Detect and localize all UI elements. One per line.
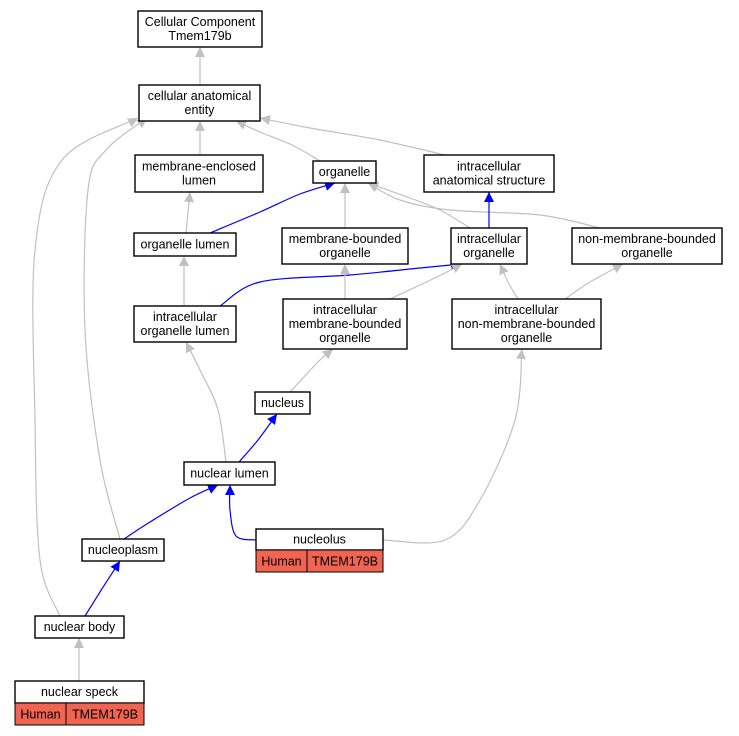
node-box xyxy=(134,154,264,193)
node-label-line: organelle xyxy=(319,246,370,260)
annotation-gene: TMEM179B xyxy=(312,555,378,569)
node-box xyxy=(133,232,237,257)
node-label-line: nuclear lumen xyxy=(190,467,269,481)
node-box xyxy=(34,615,125,639)
node-nb[interactable]: nuclear body xyxy=(34,615,125,639)
node-box xyxy=(137,10,263,48)
edge-is-a-org-to-cae xyxy=(235,120,321,162)
node-label-line: nuclear speck xyxy=(41,685,119,699)
edge-part-of-nucleolus-to-nl xyxy=(224,484,257,541)
annotation-organism: Human xyxy=(261,555,301,569)
node-label-line: non-membrane-bounded xyxy=(458,317,596,331)
node-label-line: organelle xyxy=(463,246,514,260)
annotation-organism: Human xyxy=(20,708,60,722)
edge-part-of-orgl-to-org xyxy=(209,181,336,234)
node-box xyxy=(312,160,377,184)
node-label-line: intracellular xyxy=(457,160,521,174)
node-label-line: membrane-bounded xyxy=(289,317,402,331)
node-label-line: anatomical structure xyxy=(433,174,546,188)
node-org[interactable]: organelle xyxy=(312,160,377,184)
node-box xyxy=(133,305,237,343)
node-inmbo[interactable]: intracellularnon-membrane-boundedorganel… xyxy=(451,298,602,350)
edge-is-a-ias-to-cae xyxy=(259,115,446,156)
node-box xyxy=(423,154,555,193)
node-box xyxy=(183,461,276,486)
edge-is-a-nl-to-iol xyxy=(185,341,227,463)
node-np[interactable]: nucleoplasm xyxy=(81,538,165,562)
edge-is-a-orgl-to-mel xyxy=(184,191,195,234)
edge-part-of-nl-to-nuc xyxy=(238,413,278,463)
annotation-cell xyxy=(65,702,145,726)
node-box xyxy=(282,298,408,350)
node-label-line: membrane-enclosed xyxy=(142,160,256,174)
node-label-line: organelle xyxy=(319,165,370,179)
edge-is-a-inmbo-to-nmbo xyxy=(564,263,624,300)
node-box xyxy=(81,538,165,562)
node-box xyxy=(451,298,602,350)
edge-is-a-imbo-to-io xyxy=(389,263,463,300)
node-label-line: cellular anatomical xyxy=(148,89,252,103)
node-label-line: nucleolus xyxy=(293,533,346,547)
node-label-line: Cellular Component xyxy=(145,15,256,29)
node-label-line: organelle xyxy=(501,331,552,345)
node-label-line: intracellular xyxy=(313,303,377,317)
node-label-line: nucleus xyxy=(261,396,304,410)
node-label-line: Tmem179b xyxy=(168,29,231,43)
edge-part-of-iol-to-io xyxy=(219,260,462,307)
node-label-line: organelle lumen xyxy=(141,238,230,252)
edge-is-a-nucleolus-to-inmbo xyxy=(382,348,526,544)
node-label-line: intracellular xyxy=(457,232,521,246)
edge-part-of-nb-to-np xyxy=(84,560,121,617)
node-box xyxy=(450,227,528,265)
node-label-line: nuclear body xyxy=(44,620,116,634)
node-label-line: nucleoplasm xyxy=(88,543,158,557)
node-label-line: membrane-bounded xyxy=(289,232,402,246)
node-box xyxy=(254,391,311,415)
annotation-gene: TMEM179B xyxy=(72,708,138,722)
node-label-line: lumen xyxy=(182,174,216,188)
edge-part-of-np-to-nl xyxy=(123,484,219,540)
node-label-line: entity xyxy=(185,103,216,117)
node-label-line: intracellular xyxy=(495,303,559,317)
edge-is-a-nuc-to-imbo xyxy=(289,348,334,393)
node-label-line: organelle xyxy=(621,246,672,260)
annotation-cell xyxy=(306,549,384,573)
edge-is-a-io-to-org xyxy=(367,181,471,229)
node-label-line: non-membrane-bounded xyxy=(578,232,716,246)
node-box xyxy=(571,227,723,265)
edge-is-a-nmbo-to-org xyxy=(367,182,601,229)
node-box xyxy=(281,227,409,265)
node-label-line: intracellular xyxy=(153,310,217,324)
edge-is-a-nb-to-cae xyxy=(32,117,139,617)
node-nl[interactable]: nuclear lumen xyxy=(183,461,276,486)
node-orgl[interactable]: organelle lumen xyxy=(133,232,237,257)
node-box xyxy=(138,84,261,122)
edges-layer xyxy=(32,47,624,681)
node-label-line: organelle lumen xyxy=(141,324,230,338)
edge-is-a-np-to-cae xyxy=(83,117,148,540)
node-label-line: organelle xyxy=(319,331,370,345)
node-nuc[interactable]: nucleus xyxy=(254,391,311,415)
edge-is-a-inmbo-to-io xyxy=(499,263,519,300)
